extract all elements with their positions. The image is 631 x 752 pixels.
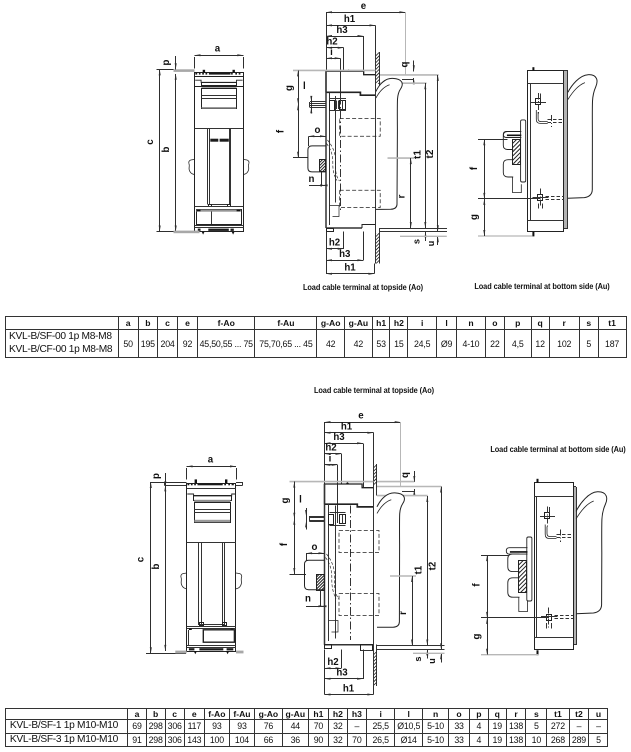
svg-text:s: s [413, 656, 423, 661]
svg-text:a: a [215, 44, 221, 55]
svg-text:h1: h1 [341, 422, 353, 433]
svg-text:c: c [136, 556, 147, 562]
svg-text:p: p [151, 473, 162, 479]
svg-text:h3: h3 [333, 432, 345, 443]
svg-text:o: o [315, 125, 321, 136]
svg-text:a: a [208, 455, 214, 466]
svg-text:i: i [330, 47, 333, 58]
svg-text:h1: h1 [344, 14, 356, 25]
svg-text:h2: h2 [325, 443, 336, 454]
svg-text:u: u [427, 658, 437, 664]
svg-text:g: g [280, 497, 291, 503]
svg-text:h3: h3 [339, 249, 351, 260]
svg-text:q: q [400, 472, 411, 478]
svg-text:g: g [472, 633, 483, 639]
svg-text:f: f [469, 166, 480, 170]
svg-text:r: r [397, 194, 408, 198]
svg-text:q: q [400, 61, 411, 67]
svg-text:e: e [361, 1, 367, 12]
svg-text:n: n [309, 174, 315, 185]
svg-text:g: g [284, 85, 295, 91]
svg-text:s: s [412, 239, 422, 244]
svg-text:h3: h3 [336, 25, 348, 36]
svg-text:i: i [329, 454, 332, 465]
svg-text:f: f [472, 583, 483, 587]
svg-text:t1: t1 [414, 565, 425, 574]
svg-text:b: b [151, 563, 162, 569]
svg-text:r: r [398, 611, 409, 615]
svg-text:h3: h3 [336, 668, 348, 679]
svg-text:u: u [426, 241, 436, 247]
svg-text:l: l [303, 81, 306, 92]
svg-text:h2: h2 [327, 657, 338, 668]
svg-text:g: g [469, 214, 480, 220]
svg-text:b: b [161, 146, 172, 152]
svg-text:c: c [145, 139, 156, 145]
svg-text:f: f [279, 542, 290, 546]
svg-text:t1: t1 [412, 150, 423, 159]
svg-text:h1: h1 [343, 683, 355, 694]
svg-text:h2: h2 [329, 238, 340, 249]
svg-text:o: o [312, 542, 318, 553]
svg-text:h2: h2 [326, 37, 337, 48]
svg-text:p: p [161, 59, 172, 65]
svg-text:f: f [276, 129, 287, 133]
svg-text:t2: t2 [428, 562, 439, 571]
svg-text:t2: t2 [425, 149, 436, 158]
svg-text:e: e [358, 411, 364, 422]
svg-text:l: l [299, 495, 302, 506]
svg-text:n: n [305, 594, 311, 605]
svg-text:h1: h1 [344, 263, 356, 274]
